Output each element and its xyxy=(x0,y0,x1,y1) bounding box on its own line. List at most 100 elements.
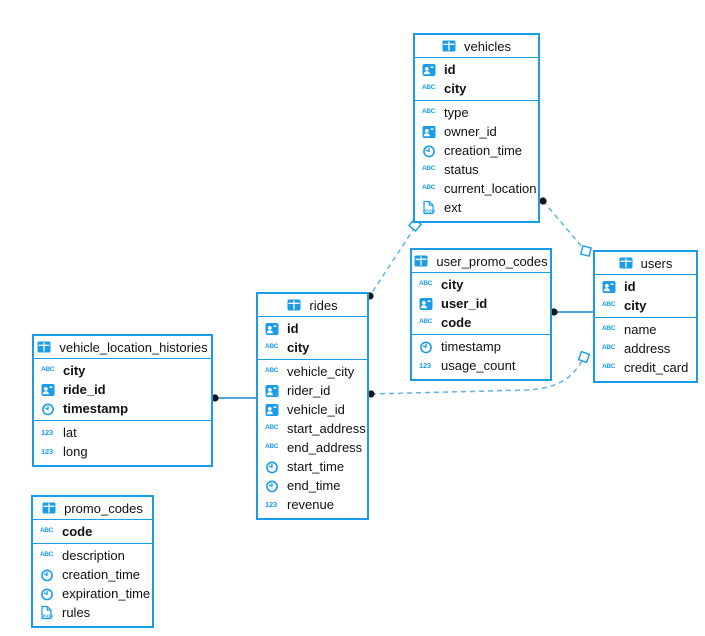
table-title: rides xyxy=(309,297,338,313)
field-label: lat xyxy=(63,425,77,440)
primary-field-label: timestamp xyxy=(63,401,129,416)
table-title: promo_codes xyxy=(64,500,143,516)
clock-icon xyxy=(40,568,57,582)
table-header-promo_codes[interactable]: promo_codes xyxy=(33,497,152,520)
clock-icon xyxy=(41,402,58,416)
text-type-icon: ABC xyxy=(265,424,279,432)
table-icon xyxy=(414,255,431,267)
text-type-icon: ABC xyxy=(602,325,616,333)
table-header-vehicle_location_histories[interactable]: vehicle_location_histories xyxy=(34,336,211,359)
field-label: status xyxy=(444,162,479,177)
relationship-dot-marker xyxy=(367,390,375,398)
json-icon: JSON xyxy=(422,200,439,215)
text-type-icon: ABC xyxy=(419,318,433,326)
text-type-icon: ABC xyxy=(602,363,616,371)
field-row-lat: 123 lat xyxy=(34,423,211,442)
text-type-icon: ABC xyxy=(422,184,436,192)
field-label: start_address xyxy=(287,421,366,436)
text-type-icon: ABC xyxy=(40,527,54,535)
text-type-icon: ABC xyxy=(422,165,436,173)
primary-key-section: ABC code xyxy=(33,520,152,543)
field-row-ext: JSON ext xyxy=(415,198,538,217)
json-icon: JSON xyxy=(40,605,57,620)
field-label: owner_id xyxy=(444,124,497,139)
field-row-id: id xyxy=(595,277,696,296)
table-icon xyxy=(37,341,54,353)
primary-field-label: code xyxy=(62,524,93,539)
field-label: rules xyxy=(62,605,91,620)
relationship-square-marker xyxy=(579,244,593,258)
field-row-code: ABC code xyxy=(33,522,152,541)
clock-icon xyxy=(419,340,436,354)
field-row-creation_time: creation_time xyxy=(415,141,538,160)
table-icon xyxy=(42,502,59,514)
text-type-icon: ABC xyxy=(265,443,279,451)
primary-key-section: ABC city ride_id timestamp xyxy=(34,359,211,420)
field-row-start_address: ABC start_address xyxy=(258,419,367,438)
text-type-icon: ABC xyxy=(265,367,279,375)
table-header-users[interactable]: users xyxy=(595,252,696,275)
primary-field-label: id xyxy=(287,321,299,336)
id-badge-icon xyxy=(265,384,282,398)
field-label: revenue xyxy=(287,497,334,512)
field-label: timestamp xyxy=(441,339,501,354)
clock-icon xyxy=(265,460,282,474)
field-label: ext xyxy=(444,200,462,215)
table-title: vehicles xyxy=(464,38,511,54)
field-row-type: ABC type xyxy=(415,103,538,122)
text-type-icon: ABC xyxy=(422,108,436,116)
text-type-icon: ABC xyxy=(41,366,55,374)
field-row-end_time: end_time xyxy=(258,476,367,495)
clock-icon xyxy=(40,587,57,601)
table-header-user_promo_codes[interactable]: user_promo_codes xyxy=(412,250,550,273)
table-header-rides[interactable]: rides xyxy=(258,294,367,317)
table-icon xyxy=(619,257,636,269)
table-header-vehicles[interactable]: vehicles xyxy=(415,35,538,58)
field-label: type xyxy=(444,105,469,120)
relationship-dot-marker xyxy=(211,394,219,402)
field-row-start_time: start_time xyxy=(258,457,367,476)
svg-text:JSON: JSON xyxy=(424,208,435,213)
text-type-icon: ABC xyxy=(265,343,279,351)
id-badge-icon xyxy=(265,403,282,417)
field-row-timestamp: timestamp xyxy=(412,337,550,356)
field-label: expiration_time xyxy=(62,586,151,601)
primary-field-label: code xyxy=(441,315,472,330)
number-type-icon: 123 xyxy=(41,427,53,437)
clock-icon xyxy=(265,479,282,493)
field-row-rider_id: rider_id xyxy=(258,381,367,400)
primary-field-label: ride_id xyxy=(63,382,106,397)
primary-field-label: city xyxy=(444,81,467,96)
table-title: user_promo_codes xyxy=(436,253,548,269)
field-label: current_location xyxy=(444,181,537,196)
field-label: start_time xyxy=(287,459,345,474)
field-label: long xyxy=(63,444,88,459)
id-badge-icon xyxy=(419,297,436,311)
primary-field-label: city xyxy=(63,363,86,378)
table-icon xyxy=(287,299,304,311)
text-type-icon: ABC xyxy=(602,301,616,309)
